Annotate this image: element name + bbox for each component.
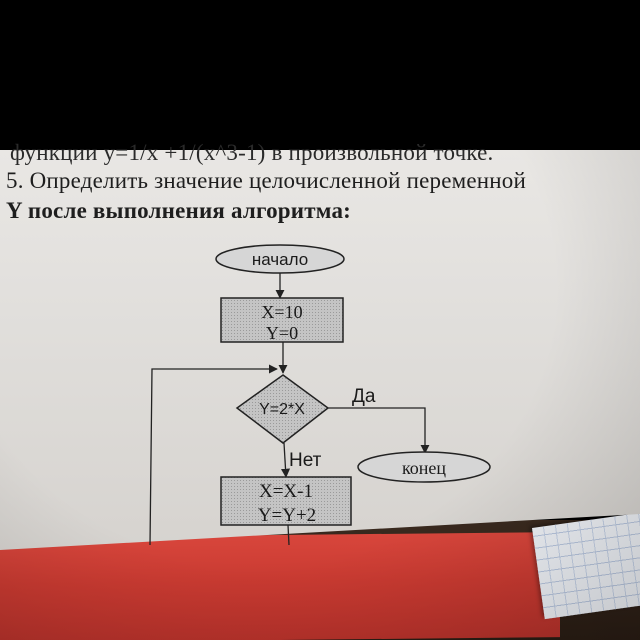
worksheet-line-1: функции y=1/x +1/(x^3-1) в произвольной …	[10, 140, 494, 165]
arrow-yes-branch	[328, 407, 430, 454]
init-line-2: Y=0	[266, 323, 298, 343]
yes-label: Да	[352, 386, 376, 407]
init-rect	[220, 297, 344, 343]
arrow-no-branch	[280, 442, 291, 478]
body-line-1: X=X-1	[259, 481, 313, 502]
init-line-1: X=10	[261, 302, 302, 322]
body-line-2: Y=Y+2	[258, 505, 316, 526]
end-terminal: конец	[357, 451, 491, 483]
init-block: X=10 Y=0	[220, 297, 344, 343]
start-terminal: начало	[215, 244, 345, 274]
body-rect	[220, 476, 352, 526]
body-block: X=X-1 Y=Y+2	[220, 476, 352, 526]
body-continuation-line	[287, 524, 290, 546]
end-oval	[357, 451, 491, 483]
loop-back-line	[149, 364, 278, 546]
condition-label: Y=2*X	[259, 401, 305, 418]
diamond-shape	[235, 374, 330, 444]
no-label: Нет	[289, 450, 322, 471]
worksheet-line-3: Y после выполнения алгоритма:	[6, 198, 352, 223]
start-label: начало	[252, 250, 308, 269]
worksheet-line-2: 5. Определить значение целочисленной пер…	[6, 168, 527, 193]
condition-diamond: Y=2*X	[235, 374, 330, 444]
end-label: конец	[402, 458, 446, 478]
